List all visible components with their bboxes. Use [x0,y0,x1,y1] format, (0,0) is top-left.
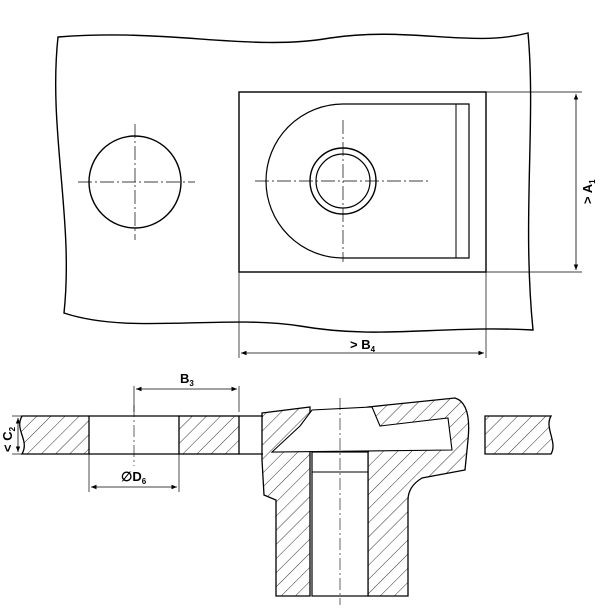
plate-section-middle [178,415,240,455]
d6-label: ∅D6 [121,469,147,486]
plate-outline [54,32,534,333]
nut-cavity [270,406,453,453]
pocket-rectangle [238,91,487,273]
a1-label: > A1 [580,179,597,204]
d-shaped-pad [265,103,470,259]
section-view: B3 < C2 ∅D6 [0,371,554,605]
c2-label: < C2 [0,426,17,452]
plate-section-left [19,415,90,455]
b3-label: B3 [180,371,194,388]
top-view: > A1 > B4 [54,32,597,358]
b4-label: > B4 [350,337,376,354]
plate-section-right [484,415,554,455]
